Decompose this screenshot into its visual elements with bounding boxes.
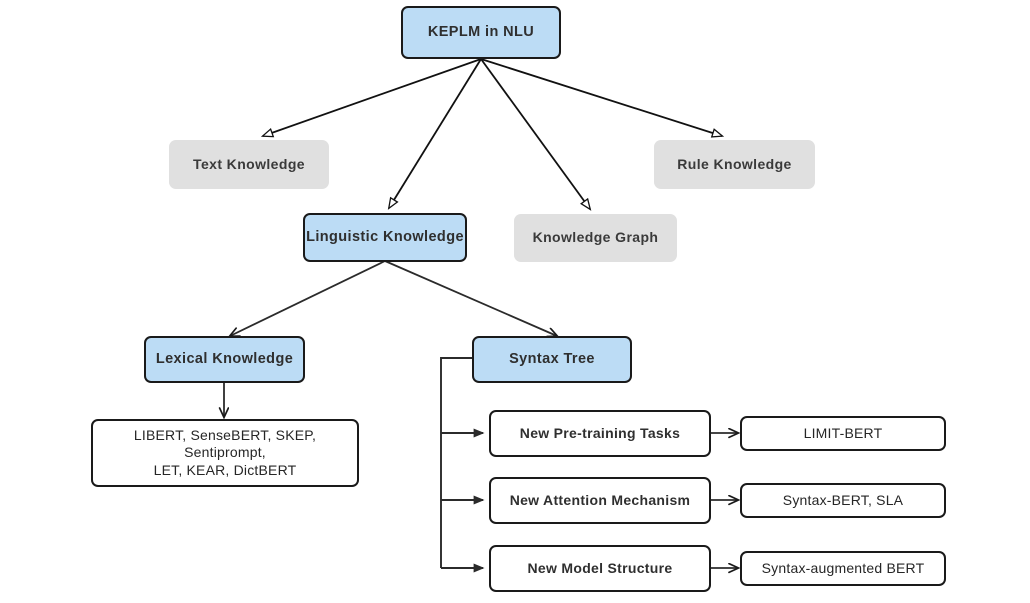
node-rule-knowledge[interactable]: Rule Knowledge [654,140,815,189]
node-knowledge-graph-label: Knowledge Graph [532,229,659,246]
node-limit-bert[interactable]: LIMIT-BERT [740,416,946,451]
node-keplm-in-nlu-label: KEPLM in NLU [427,24,535,41]
edge-root-to-knowledge-graph [480,58,592,211]
node-lexical-methods[interactable]: LIBERT, SenseBERT, SKEP, Sentiprompt, LE… [91,419,359,487]
node-new-model-structure-label: New Model Structure [527,559,673,576]
edge-root-to-rule-knowledge [480,58,725,138]
node-syntax-augmented-bert[interactable]: Syntax-augmented BERT [740,551,946,586]
node-lexical-knowledge-label: Lexical Knowledge [155,351,294,368]
edge-syntax-bus [440,357,472,568]
node-text-knowledge-label: Text Knowledge [193,155,305,172]
node-syntax-bert-sla-label: Syntax-BERT, SLA [782,491,904,508]
node-knowledge-graph[interactable]: Knowledge Graph [514,214,677,262]
edge-root-to-text-knowledge [260,58,482,138]
edge-linguistic-to-syntax-tree [384,260,557,336]
node-new-attention-mechanism-label: New Attention Mechanism [509,491,691,508]
node-linguistic-knowledge-label: Linguistic Knowledge [306,229,464,246]
lexical-methods-line-2: LET, KEAR, DictBERT [153,461,297,478]
node-syntax-tree-label: Syntax Tree [509,351,595,368]
node-syntax-tree[interactable]: Syntax Tree [472,336,632,383]
node-syntax-augmented-bert-label: Syntax-augmented BERT [761,559,925,576]
node-lexical-knowledge[interactable]: Lexical Knowledge [144,336,305,383]
node-keplm-in-nlu[interactable]: KEPLM in NLU [401,6,561,59]
node-text-knowledge[interactable]: Text Knowledge [169,140,329,189]
node-limit-bert-label: LIMIT-BERT [803,424,883,441]
node-new-pretraining-tasks[interactable]: New Pre-training Tasks [489,410,711,457]
edge-linguistic-to-lexical [230,260,386,336]
node-new-pretraining-tasks-label: New Pre-training Tasks [519,424,681,441]
edge-root-to-linguistic-knowledge [387,58,482,210]
node-new-model-structure[interactable]: New Model Structure [489,545,711,592]
node-syntax-bert-sla[interactable]: Syntax-BERT, SLA [740,483,946,518]
node-linguistic-knowledge[interactable]: Linguistic Knowledge [303,213,467,262]
node-new-attention-mechanism[interactable]: New Attention Mechanism [489,477,711,524]
lexical-methods-line-1: LIBERT, SenseBERT, SKEP, Sentiprompt, [133,426,317,461]
node-rule-knowledge-label: Rule Knowledge [677,155,792,172]
